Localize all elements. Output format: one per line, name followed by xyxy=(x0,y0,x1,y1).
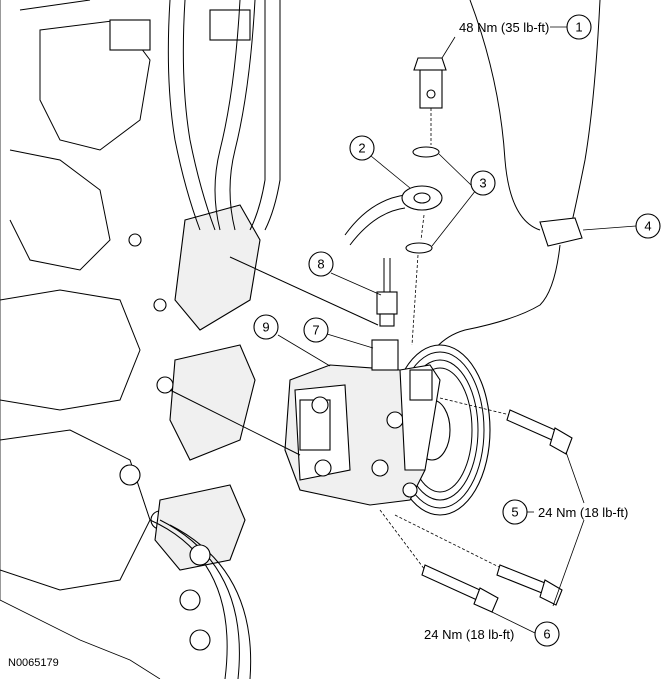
callout-3: 3 xyxy=(470,170,496,196)
callout-2-number: 2 xyxy=(358,141,365,156)
callout-1-number: 1 xyxy=(575,20,582,35)
alignment-lines xyxy=(169,256,379,456)
power-steering-pump xyxy=(284,339,491,516)
pressure-switch xyxy=(376,258,398,327)
callout-6: 6 xyxy=(534,621,560,647)
callout-9: 9 xyxy=(253,314,279,340)
callout-1: 1 xyxy=(566,14,592,40)
callout-2: 2 xyxy=(349,135,375,161)
callout-9-number: 9 xyxy=(262,320,269,335)
callout-5-number: 5 xyxy=(511,505,518,520)
callout-5-torque-spec: 24 Nm (18 lb-ft) xyxy=(538,505,628,520)
pump-mounting-bolts-upper xyxy=(394,397,573,606)
engine-block-illustration xyxy=(0,0,261,679)
hydraulic-lines xyxy=(167,0,281,231)
callout-4-number: 4 xyxy=(644,219,651,234)
callout-1-torque-spec: 48 Nm (35 lb-ft) xyxy=(459,20,549,35)
callout-7: 7 xyxy=(303,317,329,343)
callout-8: 8 xyxy=(308,251,334,277)
callout-5: 5 xyxy=(502,499,528,525)
banjo-bolt-and-washers xyxy=(405,57,447,346)
callout-3-number: 3 xyxy=(479,176,486,191)
callout-leaders xyxy=(277,26,637,634)
callout-6-number: 6 xyxy=(543,627,550,642)
callout-7-number: 7 xyxy=(312,323,319,338)
pressure-line-fitting xyxy=(344,185,443,246)
pump-mounting-bolt-lower xyxy=(379,509,499,613)
reservoir-supply-hose xyxy=(419,0,601,381)
callout-4: 4 xyxy=(635,213,661,239)
callout-6-torque-spec: 24 Nm (18 lb-ft) xyxy=(424,627,514,642)
figure-id: N0065179 xyxy=(8,657,59,669)
callout-8-number: 8 xyxy=(317,257,324,272)
